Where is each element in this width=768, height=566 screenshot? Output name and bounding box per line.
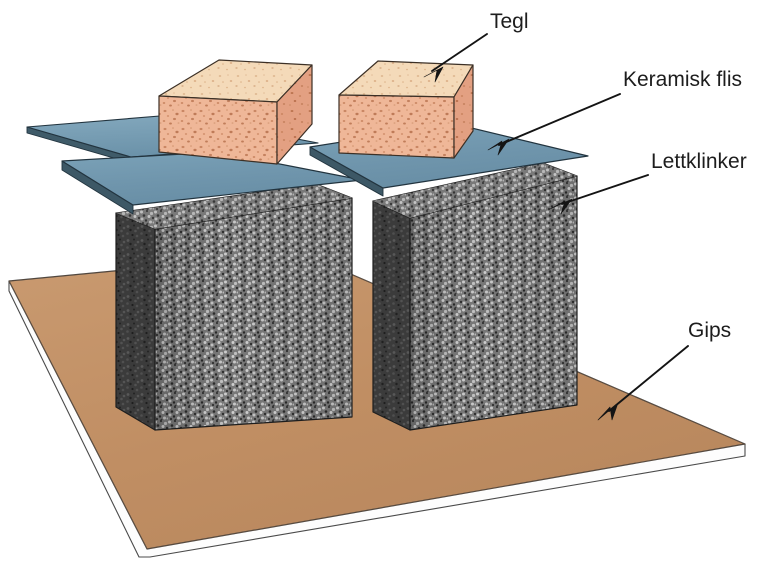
arrowhead-tegl bbox=[423, 66, 444, 83]
lightweight-block-left-front-shading bbox=[155, 198, 352, 430]
label-keramisk-flis: Keramisk flis bbox=[623, 68, 742, 91]
label-gips: Gips bbox=[688, 319, 731, 342]
leader-line-tegl bbox=[431, 33, 488, 72]
leader-line-keramisk-flis bbox=[498, 93, 621, 146]
arrowhead-keramisk-flis bbox=[487, 138, 510, 156]
leader-line-gips bbox=[608, 345, 689, 412]
brick-block-right bbox=[338, 60, 474, 159]
annotation-leaders bbox=[423, 33, 689, 421]
brick-block-left-front bbox=[158, 95, 278, 165]
brick-block-left-side bbox=[276, 64, 313, 165]
brick-block-left bbox=[158, 59, 313, 165]
arrowhead-lettklinker bbox=[549, 198, 573, 215]
lightweight-block-left bbox=[115, 183, 353, 431]
label-tegl: Tegl bbox=[490, 10, 529, 33]
leader-line-lettklinker bbox=[561, 174, 649, 205]
lightweight-block-left-side bbox=[115, 212, 156, 431]
label-lettklinker: Lettklinker bbox=[651, 150, 747, 173]
lightweight-block-right-front-shading bbox=[410, 176, 577, 430]
arrowhead-gips bbox=[597, 402, 619, 421]
annotation-labels: Tegl Keramisk flis Lettklinker Gips bbox=[490, 10, 747, 342]
lightweight-block-right-side bbox=[372, 200, 411, 431]
brick-block-right-top bbox=[338, 60, 474, 98]
brick-block-right-side bbox=[453, 64, 474, 159]
lightweight-block-left-top-texture bbox=[116, 184, 352, 229]
lightweight-block-right-top-texture bbox=[373, 163, 577, 218]
brick-block-right-front bbox=[338, 94, 455, 159]
lightweight-block-right bbox=[372, 162, 578, 431]
